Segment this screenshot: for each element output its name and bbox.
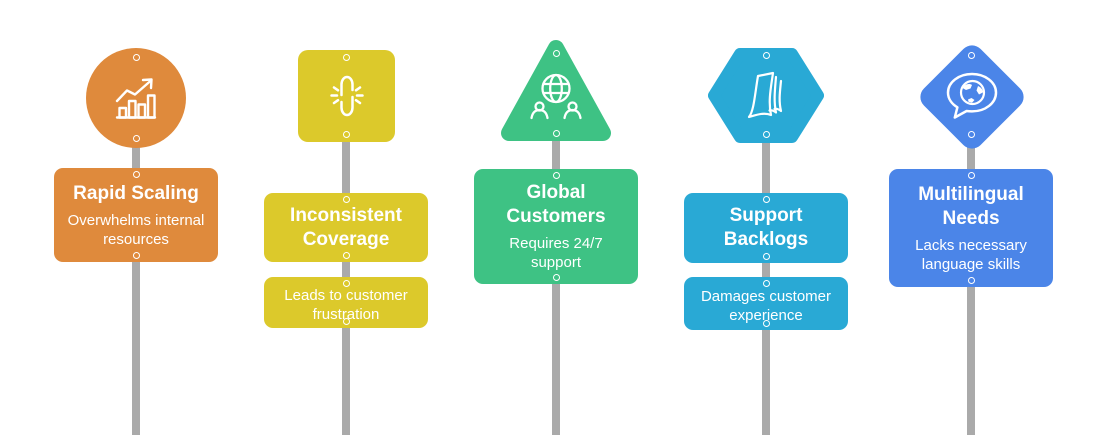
sign-title: Multilingual Needs	[918, 183, 1024, 229]
sign-board: Rapid Scaling Overwhelms internal resour…	[54, 168, 218, 262]
sign-title: Rapid Scaling	[73, 182, 199, 204]
speech-globe-icon	[946, 72, 997, 119]
triangle-shape	[498, 38, 614, 143]
sign-board: Inconsistent Coverage	[264, 193, 428, 262]
sign-subtitle: Damages customer experience	[700, 288, 832, 324]
growth-chart-icon	[115, 78, 157, 119]
signpost-pole	[132, 140, 140, 435]
rivet-icon	[762, 196, 770, 203]
rivet-icon	[762, 320, 770, 327]
rivet-icon	[132, 54, 140, 61]
sign-board: Global Customers Requires 24/7 support	[474, 169, 638, 284]
sign-board: Multilingual Needs Lacks necessary langu…	[889, 169, 1053, 287]
square-shape	[298, 50, 395, 142]
signpost-pole	[967, 143, 975, 435]
rivet-icon	[343, 54, 350, 61]
rivet-icon	[967, 277, 975, 284]
globe-users-icon	[530, 73, 582, 119]
sign-board: Leads to customer frustration	[264, 277, 428, 328]
sign-subtitle: Overwhelms internal resources	[67, 211, 205, 248]
rivet-icon	[132, 171, 140, 178]
rivet-icon	[132, 135, 140, 142]
circle-shape	[86, 48, 186, 148]
rivet-icon	[342, 318, 350, 325]
rivet-icon	[762, 52, 770, 59]
rivet-icon	[968, 52, 975, 59]
rivet-icon	[342, 252, 350, 259]
sign-subtitle: Requires 24/7 support	[509, 235, 603, 271]
rivet-icon	[343, 131, 350, 138]
sign-title: Support Backlogs	[723, 205, 809, 250]
sign-board: Damages customer experience	[684, 277, 848, 330]
rivet-icon	[552, 172, 560, 179]
sign-subtitle: Leads to customer frustration	[284, 287, 408, 323]
sign-board: Support Backlogs	[684, 193, 848, 263]
rivet-icon	[342, 280, 350, 287]
rivet-icon	[552, 50, 560, 57]
rivet-icon	[762, 131, 770, 138]
sign-title: Inconsistent Coverage	[290, 204, 402, 250]
rivet-icon	[132, 252, 140, 259]
rivet-icon	[968, 131, 975, 138]
sign-subtitle: Lacks necessary language skills	[915, 236, 1027, 273]
sign-title: Global Customers	[506, 182, 606, 227]
paper-stack-icon	[747, 71, 783, 118]
diamond-shape	[914, 39, 1029, 154]
rivet-icon	[342, 196, 350, 203]
rivet-icon	[967, 172, 975, 179]
signpost-pole	[552, 135, 560, 435]
rivet-icon	[552, 130, 560, 137]
rivet-icon	[762, 253, 770, 260]
broken-link-icon	[329, 75, 364, 117]
hexagon-shape	[708, 48, 824, 143]
rivet-icon	[552, 274, 560, 281]
rivet-icon	[762, 280, 770, 287]
